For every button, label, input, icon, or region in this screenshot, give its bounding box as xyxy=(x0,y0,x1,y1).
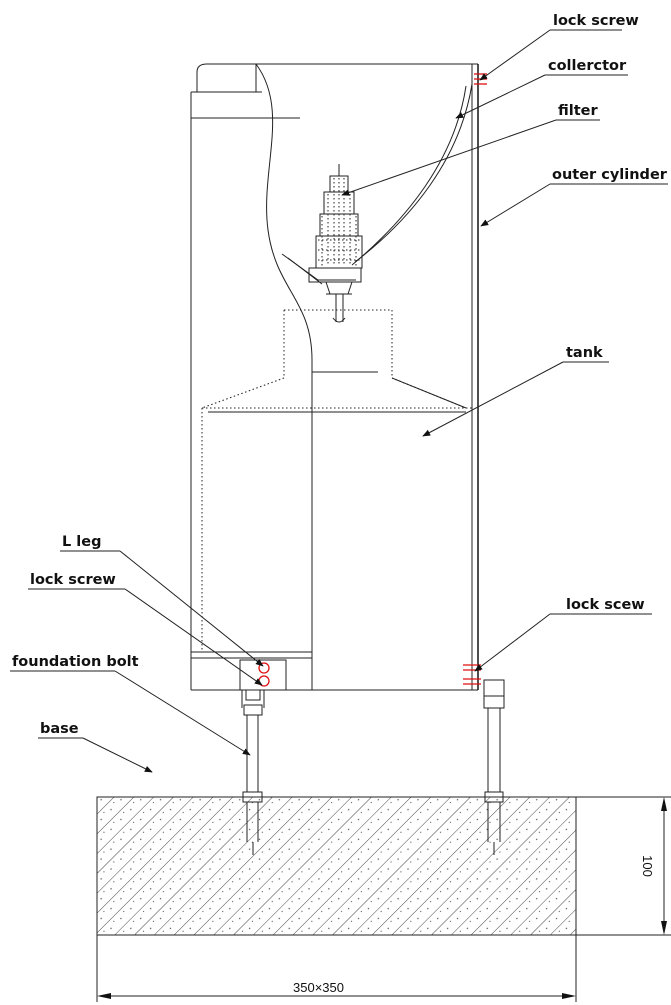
label-lock-screw-top: lock screw xyxy=(553,13,639,29)
label-collector: collerctor xyxy=(548,58,627,74)
label-lock-screw-left: lock screw xyxy=(30,572,116,588)
label-base: base xyxy=(40,721,79,737)
outer-cylinder xyxy=(190,63,479,691)
top-lock-screw xyxy=(474,73,487,85)
label-tank: tank xyxy=(566,345,603,361)
dimension-width: 350×350 xyxy=(293,980,344,995)
label-l-leg: L leg xyxy=(62,534,101,550)
labels: lock screw collerctor filter outer cylin… xyxy=(12,13,668,737)
label-outer-cylinder: outer cylinder xyxy=(552,167,668,183)
tank xyxy=(201,309,472,650)
label-filter: filter xyxy=(558,103,598,119)
height-dimension: 100 xyxy=(576,796,671,936)
label-foundation-bolt: foundation bolt xyxy=(12,654,139,670)
width-dimension: 350×350 xyxy=(96,935,577,1002)
leader-lines xyxy=(10,29,668,773)
concrete-base xyxy=(96,796,577,936)
dimension-height: 100 xyxy=(640,855,655,877)
label-lock-screw-right: lock scew xyxy=(566,597,645,613)
collector-funnel xyxy=(281,83,473,323)
right-leg-assembly xyxy=(463,664,505,855)
filter xyxy=(315,164,363,269)
